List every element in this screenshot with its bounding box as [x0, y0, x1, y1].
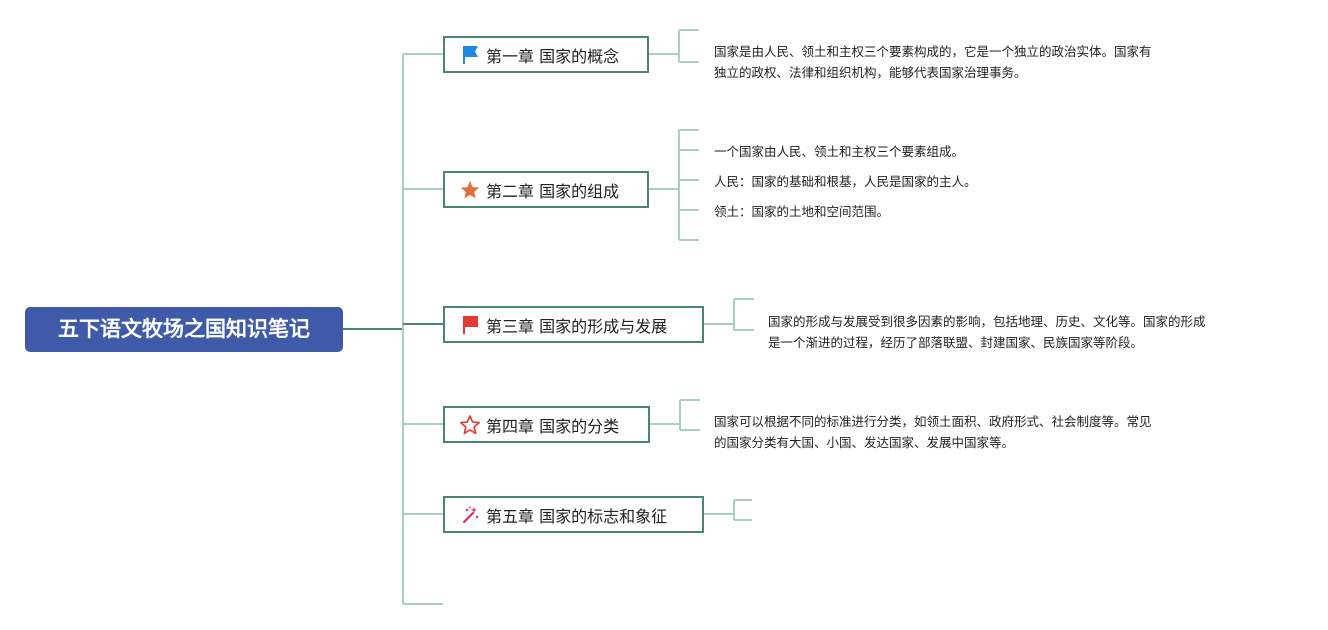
- chapter-2-note-line-3: 领土：国家的土地和空间范围。: [714, 204, 890, 219]
- chapter-1-note-bracket: [649, 29, 699, 63]
- chapter-2-label: 第二章 国家的组成: [486, 181, 620, 201]
- chapter-5-note-bracket: [704, 499, 752, 521]
- chapter-2-note-bracket: [649, 129, 699, 241]
- chapter-3-note-bracket: [704, 298, 754, 331]
- chapter-4-note-line-1: 国家可以根据不同的标准进行分类，如领土面积、政府形式、社会制度等。常见: [714, 414, 1152, 429]
- chapter-1-topic[interactable]: 第一章 国家的概念: [443, 36, 649, 73]
- chapter-2-topic[interactable]: 第二章 国家的组成: [443, 171, 649, 208]
- chapter-1-note-line-2: 独立的政权、法律和组织机构，能够代表国家治理事务。: [714, 65, 1027, 80]
- chapter-3-topic[interactable]: 第三章 国家的形成与发展: [443, 306, 704, 343]
- blue-flag-icon: [459, 44, 481, 66]
- chapter-4-label: 第四章 国家的分类: [486, 416, 620, 436]
- chapter-4-topic[interactable]: 第四章 国家的分类: [443, 406, 650, 443]
- chapter-3-label: 第三章 国家的形成与发展: [486, 316, 668, 336]
- red-outline-star-icon: [459, 414, 481, 436]
- chapter-1-note-line-1: 国家是由人民、领土和主权三个要素构成的，它是一个独立的政治实体。国家有: [714, 44, 1152, 59]
- chapter-2-note-1[interactable]: 一个国家由人民、领土和主权三个要素组成。: [714, 141, 964, 162]
- chapter-2-note-3[interactable]: 领土：国家的土地和空间范围。: [714, 201, 889, 222]
- root-topic-label: 五下语文牧场之国知识笔记: [58, 317, 310, 341]
- chapter-4-note[interactable]: 国家可以根据不同的标准进行分类，如领土面积、政府形式、社会制度等。常见 的国家分…: [714, 411, 1152, 453]
- chapter-2-note-line-2: 人民：国家的基础和根基，人民是国家的主人。: [714, 174, 977, 189]
- orange-star-icon: [459, 179, 481, 201]
- chapter-1-note[interactable]: 国家是由人民、领土和主权三个要素构成的，它是一个独立的政治实体。国家有 独立的政…: [714, 41, 1152, 83]
- chapter-1-label: 第一章 国家的概念: [486, 46, 620, 66]
- chapter-5-label: 第五章 国家的标志和象征: [486, 506, 668, 526]
- chapter-3-note-line-1: 国家的形成与发展受到很多因素的影响，包括地理、历史、文化等。国家的形成: [768, 314, 1206, 329]
- red-flag-icon: [459, 314, 481, 336]
- chapter-4-note-bracket: [650, 399, 700, 431]
- sparkle-wand-icon: [459, 504, 481, 526]
- root-topic[interactable]: 五下语文牧场之国知识笔记: [25, 307, 343, 352]
- chapter-4-note-line-2: 的国家分类有大国、小国、发达国家、发展中国家等。: [714, 435, 1015, 450]
- chapter-3-note[interactable]: 国家的形成与发展受到很多因素的影响，包括地理、历史、文化等。国家的形成 是一个渐…: [768, 311, 1206, 353]
- chapter-2-note-line-1: 一个国家由人民、领土和主权三个要素组成。: [714, 144, 965, 159]
- chapter-5-topic[interactable]: 第五章 国家的标志和象征: [443, 496, 704, 533]
- chapter-3-note-line-2: 是一个渐进的过程，经历了部落联盟、封建国家、民族国家等阶段。: [768, 335, 1144, 350]
- chapter-2-note-2[interactable]: 人民：国家的基础和根基，人民是国家的主人。: [714, 171, 977, 192]
